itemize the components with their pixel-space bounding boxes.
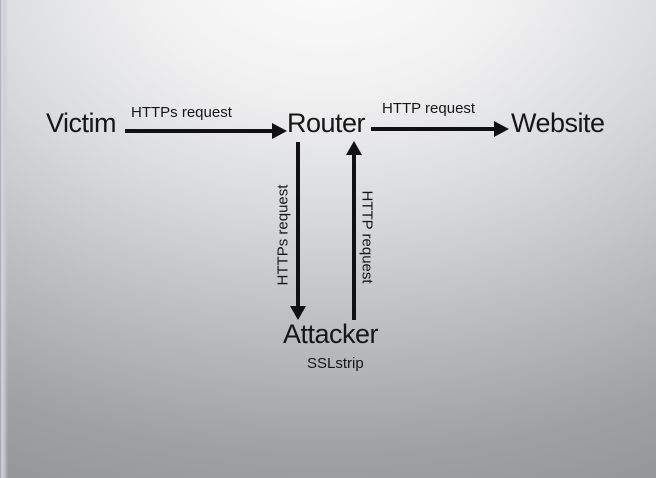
edge-label-victim-to-router: HTTPs request xyxy=(131,104,232,121)
edge-label-attacker-to-router: HTTP request xyxy=(358,190,376,284)
slide-left-edge-highlight xyxy=(0,0,8,478)
node-router: Router xyxy=(287,108,366,138)
arrowhead-down-icon xyxy=(290,306,306,320)
node-website: Website xyxy=(511,108,605,138)
caption-sslstrip: SSLstrip xyxy=(307,355,364,372)
edge-label-router-to-website: HTTP request xyxy=(382,100,476,117)
arrow-line-attacker-to-router xyxy=(352,155,356,320)
node-attacker: Attacker xyxy=(283,319,379,349)
edge-label-router-to-attacker: HTTPs request xyxy=(274,184,292,286)
arrow-line-router-to-attacker xyxy=(296,142,300,307)
arrow-line-router-to-website xyxy=(371,127,495,131)
arrowhead-up-icon xyxy=(346,141,362,155)
arrowhead-right-icon xyxy=(272,123,287,139)
node-victim: Victim xyxy=(46,108,117,138)
arrow-line-victim-to-router xyxy=(125,129,273,133)
arrowhead-right-icon xyxy=(494,121,509,137)
